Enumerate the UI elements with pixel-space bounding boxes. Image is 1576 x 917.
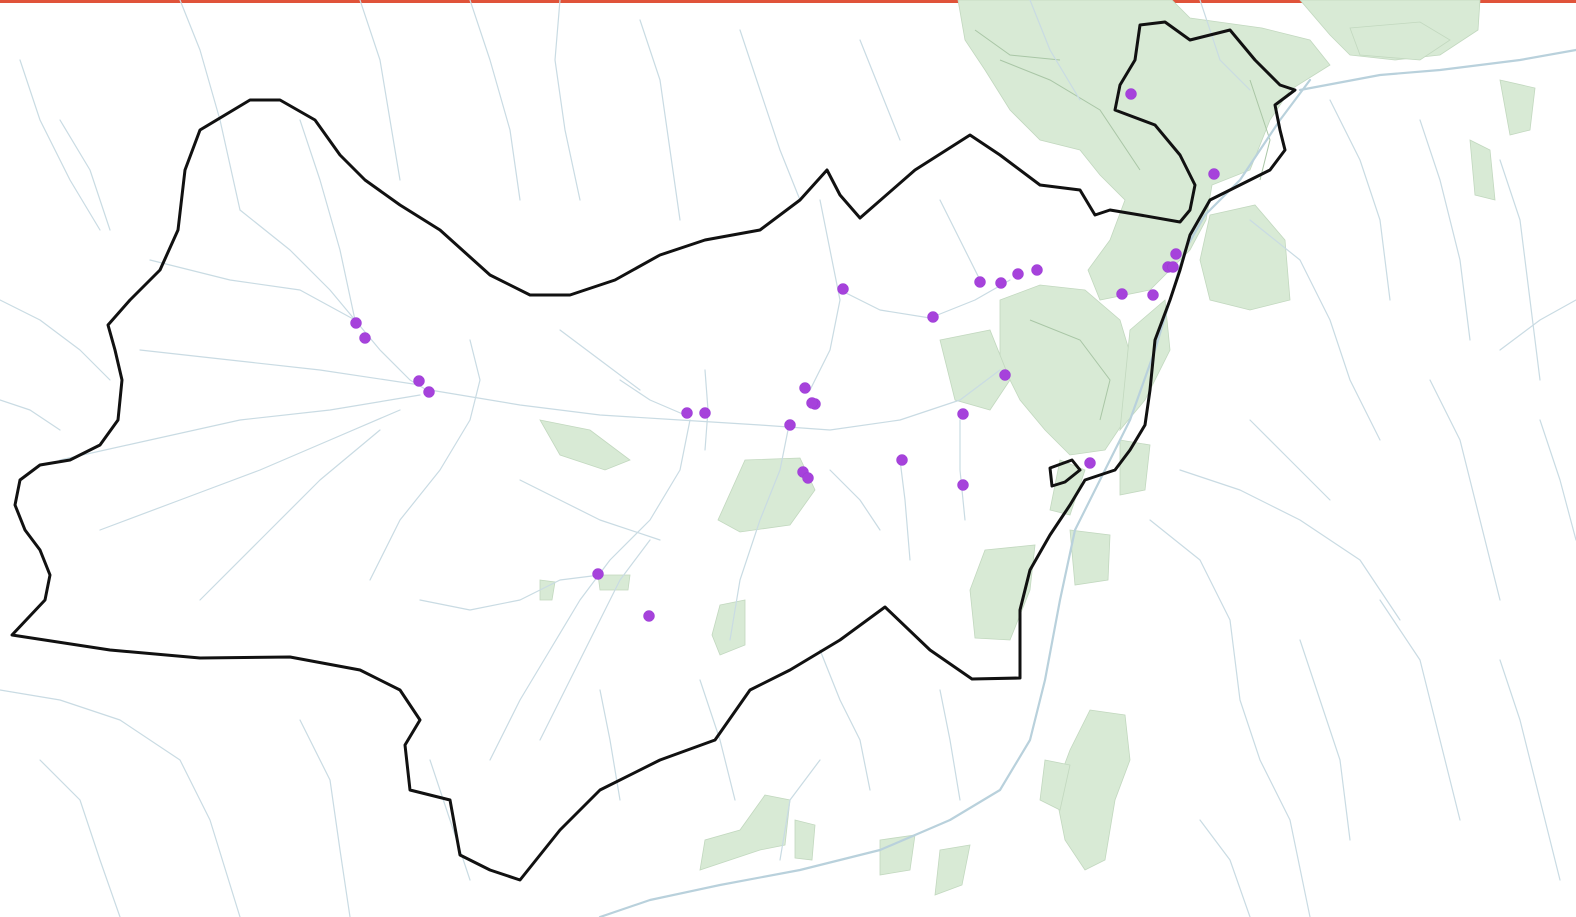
site-points xyxy=(350,88,1220,622)
site-point-marker[interactable] xyxy=(896,454,908,466)
site-point-marker[interactable] xyxy=(1125,88,1137,100)
site-point-marker[interactable] xyxy=(1167,261,1179,273)
site-point-marker[interactable] xyxy=(1170,248,1182,260)
site-point-marker[interactable] xyxy=(957,479,969,491)
site-point-marker[interactable] xyxy=(413,375,425,387)
top-accent-bar xyxy=(0,0,1576,3)
site-point-marker[interactable] xyxy=(1208,168,1220,180)
municipal-boundary xyxy=(10,20,1297,882)
site-point-marker[interactable] xyxy=(974,276,986,288)
site-point-marker[interactable] xyxy=(957,408,969,420)
site-point-marker[interactable] xyxy=(784,419,796,431)
enclave-boundary xyxy=(1048,458,1082,488)
site-point-marker[interactable] xyxy=(802,472,814,484)
site-point-marker[interactable] xyxy=(799,382,811,394)
main-boundary xyxy=(10,20,1297,882)
site-point-marker[interactable] xyxy=(1084,457,1096,469)
site-point-marker[interactable] xyxy=(999,369,1011,381)
site-point-marker[interactable] xyxy=(1147,289,1159,301)
site-point-marker[interactable] xyxy=(643,610,655,622)
site-point-marker[interactable] xyxy=(1031,264,1043,276)
site-point-marker[interactable] xyxy=(699,407,711,419)
site-point-marker[interactable] xyxy=(423,386,435,398)
site-point-marker[interactable] xyxy=(1012,268,1024,280)
site-point-marker[interactable] xyxy=(359,332,371,344)
site-point-marker[interactable] xyxy=(806,397,818,409)
forest-areas xyxy=(539,0,1536,896)
site-point-marker[interactable] xyxy=(592,568,604,580)
site-point-marker[interactable] xyxy=(1116,288,1128,300)
site-point-marker[interactable] xyxy=(995,277,1007,289)
site-point-marker[interactable] xyxy=(927,311,939,323)
site-point-marker[interactable] xyxy=(350,317,362,329)
site-point-marker[interactable] xyxy=(837,283,849,295)
site-point-marker[interactable] xyxy=(681,407,693,419)
